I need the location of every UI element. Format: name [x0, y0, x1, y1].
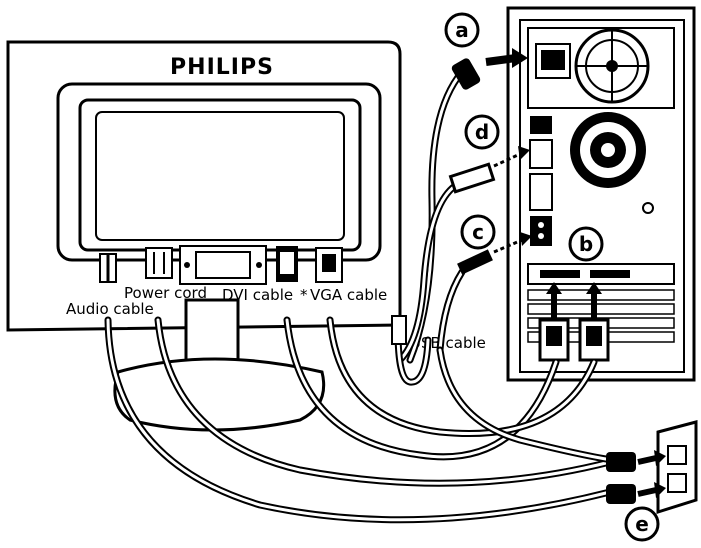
- usb-plug-d-icon: [448, 146, 530, 194]
- svg-text:b: b: [579, 232, 593, 256]
- label-power-cord: Power cord: [124, 284, 207, 302]
- monitor-port-area: [99, 245, 343, 285]
- case-fan-icon: [570, 112, 646, 188]
- svg-text:c: c: [472, 220, 484, 244]
- psu-fan-icon: [574, 28, 650, 104]
- label-audio-cable: Audio cable: [66, 300, 154, 318]
- dvi-port-icon: [179, 245, 267, 285]
- callout-d: d: [464, 114, 500, 150]
- pc-tower: [506, 6, 696, 382]
- label-dvi-cable-asterisk: *: [300, 286, 308, 304]
- usb-monitor-plug-icon: [391, 315, 407, 345]
- callout-b: b: [568, 226, 604, 262]
- svg-text:e: e: [635, 512, 649, 536]
- cables: [104, 68, 616, 524]
- monitor-stand: [113, 298, 326, 432]
- pc-vga-plug-icon: [578, 318, 610, 362]
- pc-dvi-plug-icon: [538, 318, 570, 362]
- svg-text:a: a: [455, 18, 469, 42]
- brand-logo: PHILIPS: [170, 55, 274, 80]
- svg-text:d: d: [475, 120, 489, 144]
- dvi-plug-icon: [276, 246, 298, 282]
- callout-e: e: [624, 506, 660, 542]
- label-dvi-cable: DVI cable: [222, 286, 293, 304]
- wall-outlet-icon: [606, 420, 698, 515]
- callout-c: c: [460, 214, 496, 250]
- vga-plug-icon: [315, 247, 343, 283]
- pc-power-socket-icon: [535, 43, 571, 79]
- label-vga-cable: VGA cable: [310, 286, 387, 304]
- audio-port-icon: [99, 253, 117, 283]
- power-plug-a-icon: [451, 48, 528, 90]
- callout-a: a: [444, 12, 480, 48]
- audio-plug-c-icon: [457, 232, 532, 275]
- screw-icon: [642, 202, 654, 214]
- io-ports: [529, 116, 553, 246]
- power-port-icon: [145, 247, 173, 279]
